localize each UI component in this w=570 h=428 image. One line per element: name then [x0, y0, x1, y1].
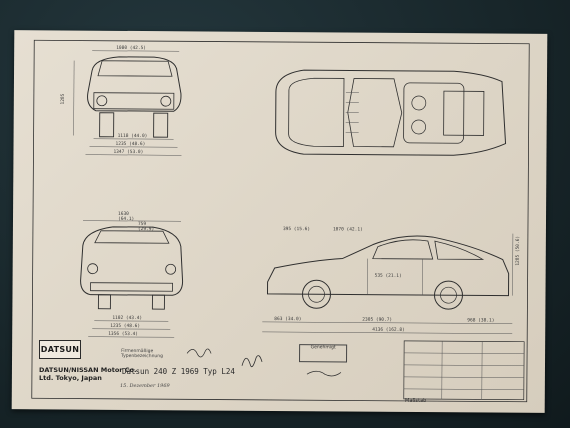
signature-date: 15. Dezember 1969	[120, 383, 170, 389]
signature-1	[186, 348, 212, 358]
top-view	[275, 69, 507, 156]
dim-rear-width2: 759	[138, 221, 146, 227]
dim-side-height: 1285 (50.6)	[515, 236, 521, 266]
model-label: Datsun 240 Z 1969 Typ L24	[122, 367, 235, 376]
signature-3	[306, 370, 342, 377]
signature-2	[241, 355, 263, 368]
firm-label: Firmenmäßige Typenbezeichnung	[121, 349, 163, 359]
dim-front-mid2: 1235 (48.6)	[116, 141, 146, 147]
stamp-label: Genehmigt	[310, 345, 336, 351]
dim-front-top: 1080 (42.5)	[116, 45, 146, 51]
dim-side-rear: 968 (38.1)	[467, 317, 494, 323]
dim-rear-bottom2: 1235 (48.6)	[110, 323, 140, 329]
company-name: DATSUN/NISSAN Motor Co. Ltd. Tokyo, Japa…	[39, 366, 136, 382]
dim-front-height: 1285	[60, 93, 66, 104]
dim-front-mid1: 1118 (44.0)	[118, 133, 148, 139]
dim-side-front: 863 (34.0)	[274, 316, 301, 322]
dim-rear-bottom3: 1356 (53.4)	[108, 331, 138, 337]
dim-front-mid3: 1347 (53.0)	[113, 149, 143, 155]
dim-side-top2: 1070 (42.1)	[333, 226, 363, 232]
company-line1: DATSUN/NISSAN Motor Co.	[39, 366, 137, 374]
side-view: 395 (15.6) 1070 (42.1) 535 (21.1) 863 (3…	[262, 226, 521, 334]
rear-view: 1630 (64.1) 759 (29.9) 1102 (43.4) 1235 …	[80, 211, 184, 338]
dim-rear-width2b: (29.9)	[138, 226, 154, 232]
firm-label-line2: Typenbezeichnung	[121, 353, 164, 360]
dim-rear-bottom1: 1102 (43.4)	[112, 315, 142, 321]
drawing-frame	[31, 39, 530, 403]
dim-side-total: 4136 (162.8)	[372, 327, 405, 333]
title-block	[403, 340, 525, 401]
approval-stamp: Genehmigt	[299, 344, 348, 363]
scale-label: Maßstab	[405, 398, 427, 404]
dim-side-mid: 535 (21.1)	[375, 273, 402, 279]
company-line2: Ltd. Tokyo, Japan	[39, 374, 102, 382]
dim-rear-width1b: (64.1)	[118, 216, 134, 222]
dim-side-wheelbase: 2305 (90.7)	[362, 317, 392, 323]
front-view: 1080 (42.5) 1118 (44.0) 1235 (48.6) 1347…	[60, 45, 182, 156]
dim-rear-width1: 1630	[118, 211, 129, 217]
blueprint-drawing: 1080 (42.5) 1118 (44.0) 1235 (48.6) 1347…	[31, 39, 530, 403]
datsun-logo: DATSUN	[39, 340, 81, 359]
blueprint-sheet: 1080 (42.5) 1118 (44.0) 1235 (48.6) 1347…	[11, 30, 548, 413]
dim-side-top1: 395 (15.6)	[283, 226, 310, 232]
